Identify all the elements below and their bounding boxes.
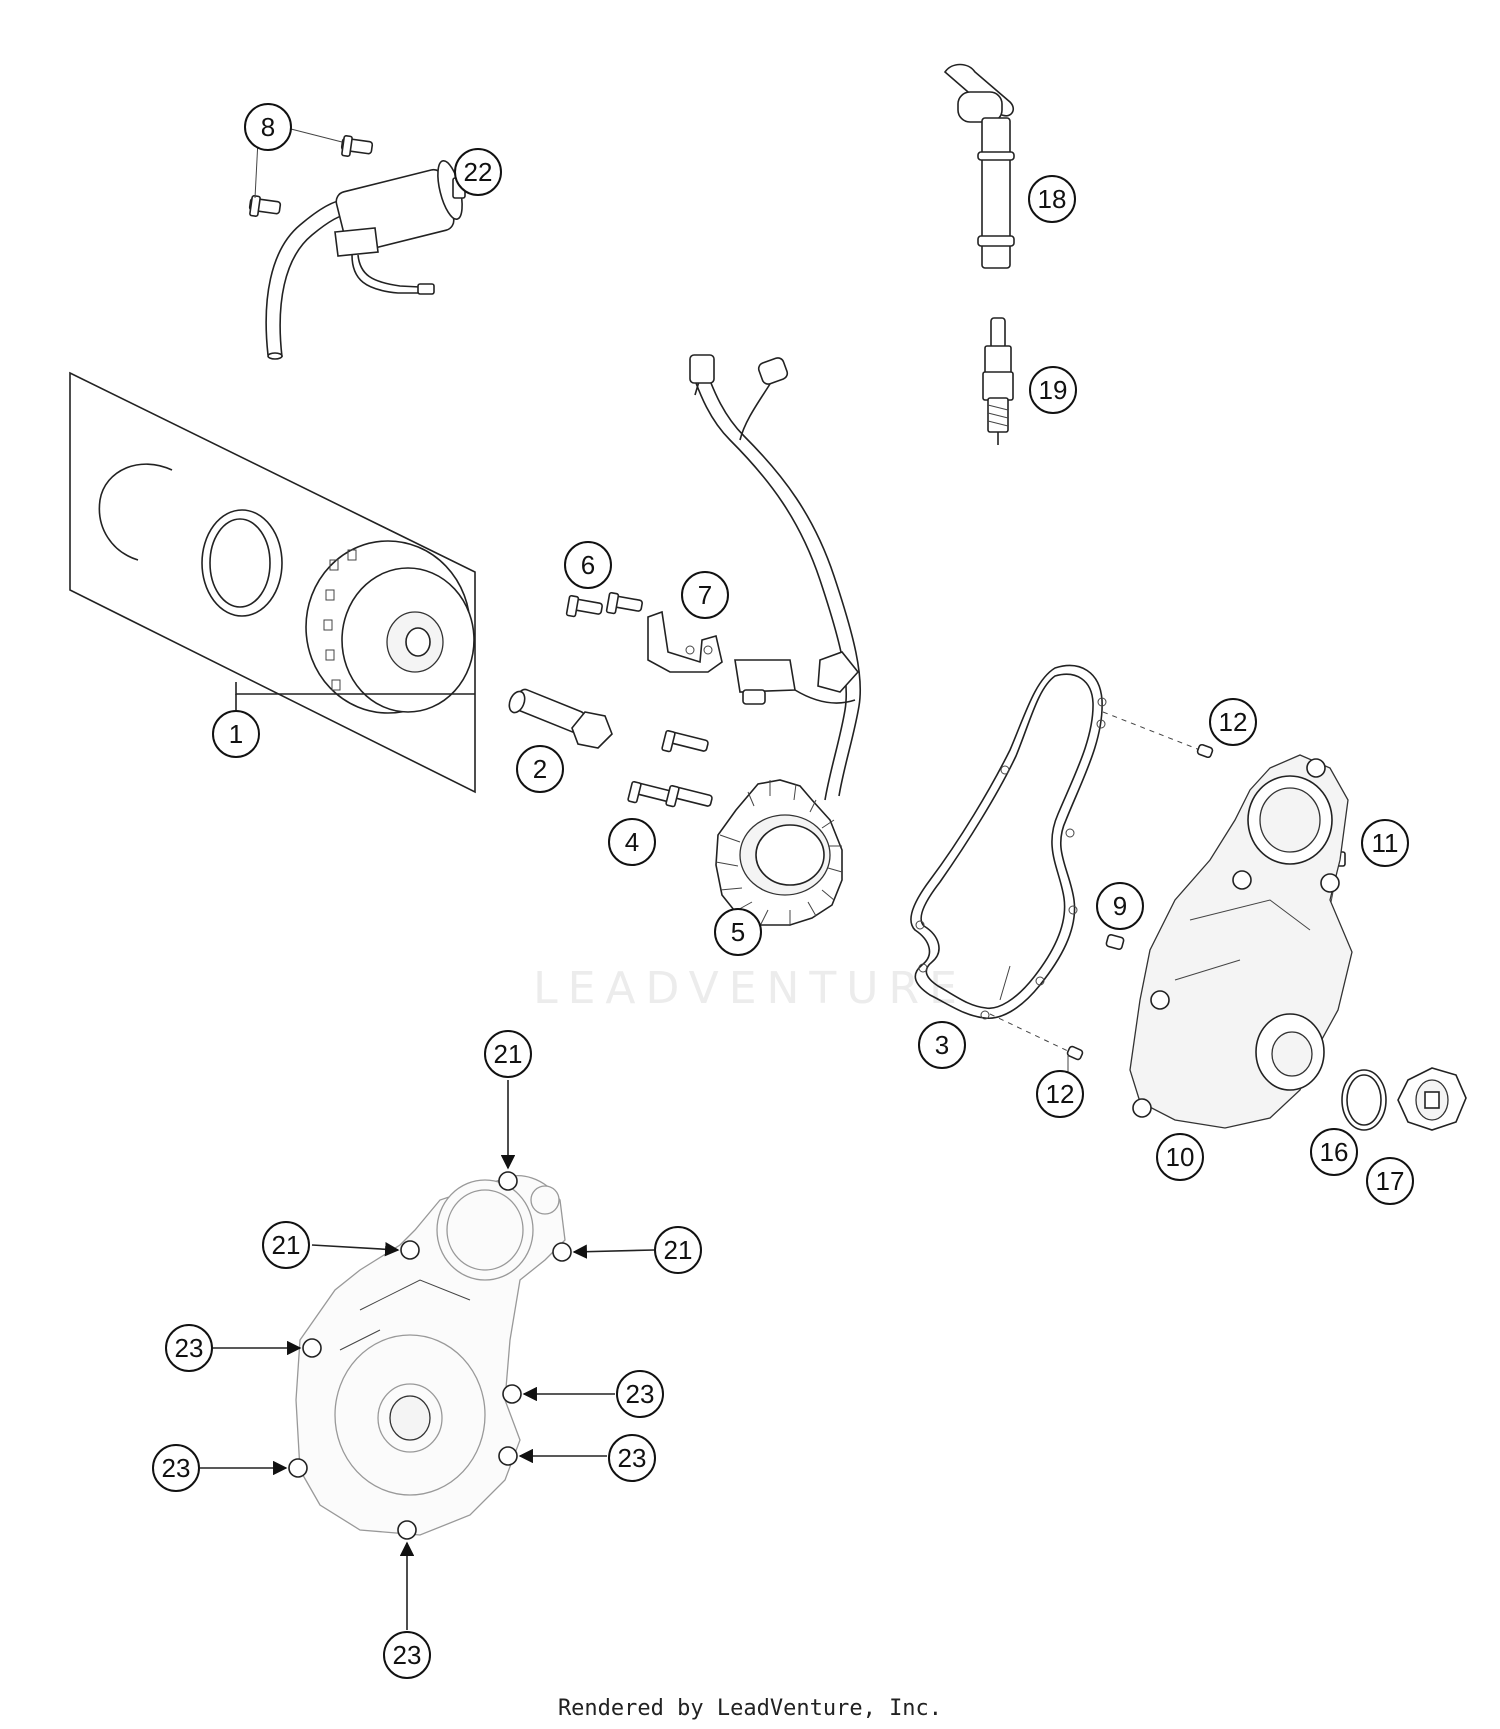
callout-12-top: 12: [1209, 698, 1257, 746]
ignition-cover: [1129, 754, 1353, 1129]
callout-leaders: [999, 965, 1069, 1088]
svg-text:23: 23: [626, 1379, 655, 1409]
footer-credit: Rendered by LeadVenture, Inc.: [557, 1696, 943, 1721]
stator-with-wiring: [689, 354, 862, 927]
svg-text:5: 5: [731, 917, 745, 947]
svg-text:1: 1: [229, 719, 243, 749]
svg-text:16: 16: [1320, 1137, 1349, 1167]
svg-text:9: 9: [1113, 891, 1127, 921]
svg-text:23: 23: [162, 1453, 191, 1483]
callout-22: 22: [454, 148, 502, 196]
watermark: LEADVENTURE: [533, 963, 967, 1014]
callout-16: 16: [1310, 1128, 1358, 1176]
rotor-assembly-frame: [69, 371, 476, 794]
ignition-coil: [265, 159, 466, 360]
svg-text:6: 6: [581, 550, 595, 580]
svg-text:17: 17: [1376, 1166, 1405, 1196]
coil-bolts: [248, 127, 374, 218]
svg-text:4: 4: [625, 827, 639, 857]
svg-text:23: 23: [393, 1640, 422, 1670]
callout-21-top: 21: [484, 1030, 532, 1078]
stator-screws: [627, 729, 713, 808]
callout-5: 5: [714, 908, 762, 956]
cover-plug: [1397, 1067, 1467, 1131]
svg-text:8: 8: [261, 112, 275, 142]
spark-plug-connector: [943, 63, 1015, 269]
callout-10: 10: [1156, 1133, 1204, 1181]
callout-7: 7: [681, 571, 729, 619]
callout-23-bottom: 23: [383, 1631, 431, 1679]
spark-plug: [982, 317, 1014, 445]
callout-12-bottom: 12: [1036, 1070, 1084, 1118]
svg-text:12: 12: [1219, 707, 1248, 737]
callout-2: 2: [516, 745, 564, 793]
svg-text:21: 21: [272, 1230, 301, 1260]
svg-text:23: 23: [618, 1443, 647, 1473]
o-ring: [1341, 1069, 1387, 1131]
svg-text:2: 2: [533, 754, 547, 784]
callout-11: 11: [1361, 819, 1409, 867]
callout-3: 3: [918, 1021, 966, 1069]
oil-screw: [1105, 934, 1125, 950]
callout-21-left: 21: [262, 1221, 310, 1269]
svg-text:7: 7: [698, 580, 712, 610]
cable-bracket: [647, 610, 723, 673]
svg-text:11: 11: [1372, 828, 1399, 858]
svg-text:21: 21: [494, 1039, 523, 1069]
svg-text:19: 19: [1039, 375, 1068, 405]
callout-19: 19: [1029, 366, 1077, 414]
callout-23-left-lower: 23: [152, 1444, 200, 1492]
callout-23-right-upper: 23: [616, 1370, 664, 1418]
callout-4: 4: [608, 818, 656, 866]
callout-21-right: 21: [654, 1226, 702, 1274]
ignition-cover-rear-view: [200, 1080, 655, 1630]
rotor-bolt: [508, 688, 613, 749]
svg-text:12: 12: [1046, 1079, 1075, 1109]
callout-18: 18: [1028, 175, 1076, 223]
svg-text:21: 21: [664, 1235, 693, 1265]
callout-1: 1: [212, 710, 260, 758]
cover-gasket: [910, 664, 1214, 1061]
callout-9: 9: [1096, 882, 1144, 930]
callout-17: 17: [1366, 1157, 1414, 1205]
svg-text:10: 10: [1166, 1142, 1195, 1172]
callout-23-left-upper: 23: [165, 1324, 213, 1372]
svg-text:18: 18: [1038, 184, 1067, 214]
svg-text:23: 23: [175, 1333, 204, 1363]
callout-6: 6: [564, 541, 612, 589]
svg-text:22: 22: [464, 157, 493, 187]
callout-8: 8: [244, 103, 292, 151]
callout-23-right-lower: 23: [608, 1434, 656, 1482]
bracket-screws: [565, 591, 643, 618]
svg-text:3: 3: [935, 1030, 949, 1060]
